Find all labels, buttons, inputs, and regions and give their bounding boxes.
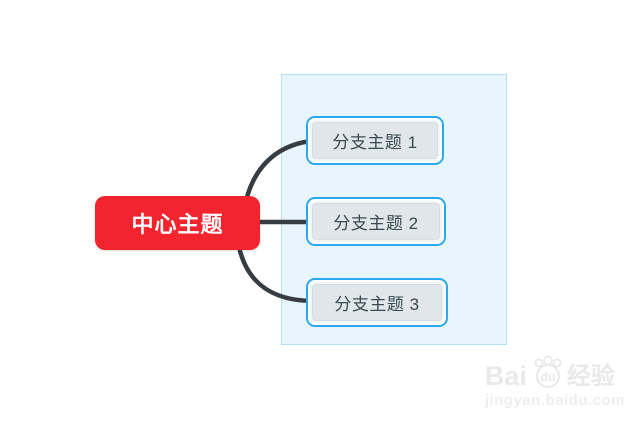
watermark-url: jingyan.baidu.com <box>484 392 625 409</box>
paw-icon: du <box>530 355 564 394</box>
central-topic-node[interactable]: 中心主题 <box>95 196 260 250</box>
watermark-jingyan-text: 经验 <box>566 363 615 390</box>
central-topic-label: 中心主题 <box>131 212 224 237</box>
branch-node-3-label: 分支主题 3 <box>334 295 420 314</box>
watermark-bai-text: Bai <box>484 361 527 391</box>
svg-text:du: du <box>541 370 556 384</box>
branch-node-2-label: 分支主题 2 <box>333 214 419 233</box>
branch-node-1-label: 分支主题 1 <box>332 133 418 152</box>
watermark-logo-row: Bai du 经验 <box>485 355 625 390</box>
branch-node-3-body: 分支主题 3 <box>310 282 444 323</box>
branch-node-1-body: 分支主题 1 <box>310 120 440 161</box>
baidu-jingyan-watermark: Bai du 经验 jingyan.baidu.com <box>485 355 625 409</box>
branch-node-3[interactable]: 分支主题 3 <box>306 278 448 327</box>
branch-node-2[interactable]: 分支主题 2 <box>306 197 446 246</box>
branch-node-2-body: 分支主题 2 <box>310 201 442 242</box>
branch-node-1[interactable]: 分支主题 1 <box>306 116 444 165</box>
